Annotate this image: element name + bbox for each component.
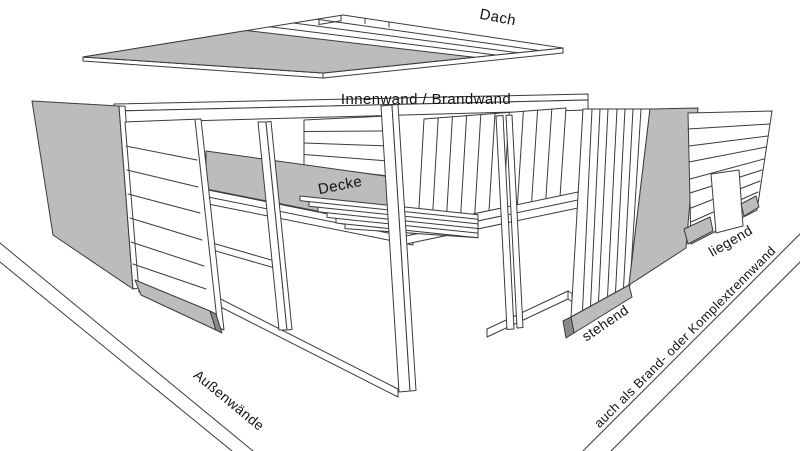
post-right-pair — [495, 114, 524, 330]
roof-layer-ticks — [318, 15, 390, 28]
liegend-opening — [710, 169, 744, 234]
stehend-end-cap — [562, 316, 575, 339]
stud-infill-panel — [417, 107, 567, 226]
liegend-base-strip-right — [740, 195, 760, 217]
label-innenwand: Innenwand / Brandwand — [341, 91, 511, 108]
ground-line-right — [582, 233, 800, 451]
timber-frame — [113, 93, 589, 398]
post-corner — [380, 104, 417, 393]
ground-line-left — [0, 242, 254, 451]
roof-slab — [82, 14, 564, 79]
stehend-board-wall — [562, 108, 651, 339]
left-wall-end-cap — [209, 310, 223, 334]
right-wall-group — [562, 107, 773, 339]
liegend-base-strip-left — [683, 216, 714, 245]
liegend-board-wall — [683, 110, 773, 245]
label-dach: Dach — [478, 6, 517, 30]
right-gray-panel — [628, 107, 699, 286]
left-exterior-wall — [31, 100, 225, 334]
roof-gray-surface — [82, 30, 475, 74]
post-left — [257, 121, 293, 331]
left-plank-wall — [124, 118, 225, 334]
